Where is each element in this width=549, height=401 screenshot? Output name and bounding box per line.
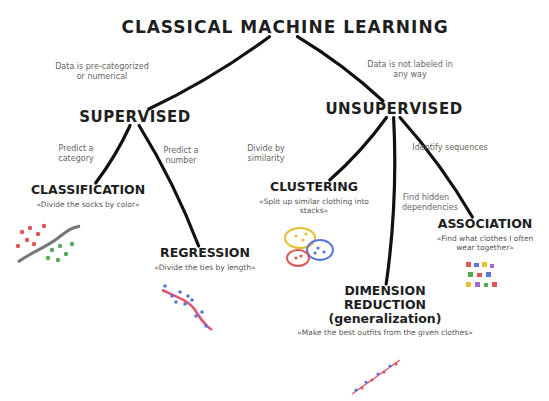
node-example: «Divide the socks by color» xyxy=(8,200,168,209)
branch-label: Data is not labeled in any way xyxy=(360,60,460,79)
association-illustration xyxy=(466,262,497,287)
node-example: «Divide the ties by length» xyxy=(140,263,270,272)
branch-label: Find hidden dependencies xyxy=(402,193,450,212)
branch-label: Data is pre-categorized or numerical xyxy=(52,62,152,81)
dimension-reduction-illustration xyxy=(352,360,400,394)
node-heading: ASSOCIATION xyxy=(428,217,542,231)
category-node: UNSUPERVISED xyxy=(314,101,474,118)
regression-illustration xyxy=(162,284,212,330)
node-example: «Split up similar clothing into stacks» xyxy=(258,197,370,215)
node-heading: SUPERVISED xyxy=(72,109,198,126)
tree-branch xyxy=(139,126,199,247)
category-node: SUPERVISED xyxy=(72,109,198,126)
method-node: DIMENSION REDUCTION (generalization) «Mak… xyxy=(262,284,508,337)
node-heading: CLUSTERING xyxy=(258,180,370,194)
node-heading: CLASSIFICATION xyxy=(8,183,168,197)
tree-branch xyxy=(386,118,395,285)
node-heading: REGRESSION xyxy=(140,246,270,260)
branch-label: Predict a number xyxy=(156,146,206,165)
node-example: «Find what clothes I often wear together… xyxy=(428,234,542,252)
tree-branch xyxy=(330,118,387,181)
node-heading: CLASSICAL MACHINE LEARNING xyxy=(95,18,475,37)
method-node: ASSOCIATION «Find what clothes I often we… xyxy=(428,217,542,252)
method-node: REGRESSION «Divide the ties by length» xyxy=(140,246,270,272)
method-node: CLUSTERING «Split up similar clothing int… xyxy=(258,180,370,215)
branch-label: Predict a category xyxy=(48,144,104,163)
branch-label: Divide by similarity xyxy=(238,144,294,163)
tree-branch xyxy=(400,118,472,218)
title-node: CLASSICAL MACHINE LEARNING xyxy=(95,18,475,37)
tree-branch xyxy=(96,126,130,184)
method-node: CLASSIFICATION «Divide the socks by color… xyxy=(8,183,168,209)
clustering-illustration xyxy=(285,228,333,266)
node-example: «Make the best outfits from the given cl… xyxy=(262,328,508,337)
tree-branch xyxy=(149,37,270,109)
classification-illustration xyxy=(16,224,80,262)
node-heading: DIMENSION REDUCTION (generalization) xyxy=(320,284,450,325)
branch-label: Identify sequences xyxy=(410,143,490,153)
node-heading: UNSUPERVISED xyxy=(314,101,474,118)
